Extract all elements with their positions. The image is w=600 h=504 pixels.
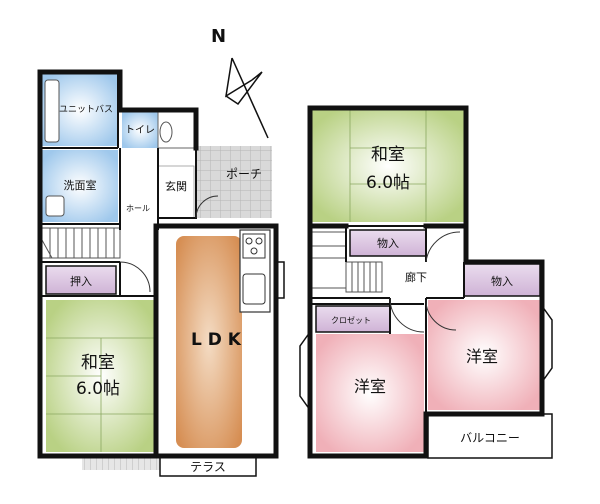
walkin-closet: [315, 305, 391, 333]
partitions-floor-2: [312, 225, 465, 456]
tatami-lines-1f: [46, 337, 156, 452]
tatami-lines-2f: [349, 110, 427, 222]
washitsu-2f-name: 和室: [371, 145, 405, 165]
entrance: [157, 165, 195, 219]
youshitsu-1-label: 洋室: [354, 377, 386, 396]
stairs-floor-2: [311, 231, 383, 293]
porch-label: ポーチ: [226, 167, 262, 181]
youshitsu-2: [428, 300, 540, 410]
washitsu-1f-name: 和室: [81, 353, 115, 373]
floor-1: テラス ポーチ ユニットバス トイレ 洗面室 ホール 玄関 押入: [37, 69, 285, 477]
washitsu-2f: [312, 110, 464, 222]
youshitsu-2-door-swing: [425, 299, 457, 331]
washroom-label: 洗面室: [64, 178, 97, 192]
balcony-label: バルコニー: [460, 431, 520, 445]
toilet: [122, 112, 158, 148]
bathtub-icon: [44, 79, 60, 143]
storage-2f-label: 物入: [491, 274, 513, 288]
closet-2f: [349, 229, 427, 257]
kitchen-counter: [239, 229, 271, 313]
closet-1f: [45, 265, 117, 295]
walkin-closet-label: クロゼット: [331, 315, 371, 325]
north-arrow-icon: [225, 57, 269, 139]
corridor-label: 廊下: [405, 270, 427, 284]
youshitsu-1-door-swing: [389, 297, 425, 333]
youshitsu-2-label: 洋室: [466, 347, 498, 366]
unit-bath-label: ユニットバス: [59, 104, 113, 115]
hall-label: ホール: [126, 204, 150, 213]
floor-2: 和室 6.0帖 物入 廊下 物入 クロゼット 洋室 洋室 バルコニー: [299, 105, 553, 459]
closet-2f-label: 物入: [377, 236, 399, 250]
ldk-floor: [176, 236, 242, 448]
closet-door-swing: [119, 261, 151, 293]
toilet-bowl-icon: [159, 121, 173, 143]
closet-1f-label: 押入: [70, 274, 92, 288]
washer-icon: [45, 195, 65, 217]
walls-floor-1: [37, 69, 279, 459]
washitsu-2f-size: 6.0帖: [366, 173, 410, 193]
terrace-label: テラス: [190, 460, 226, 474]
ldk-label: L D K: [191, 330, 242, 350]
youshitsu-1: [316, 334, 424, 452]
storage-2f: [463, 263, 541, 297]
stairs-floor-1: [41, 227, 121, 259]
sink-icon: [242, 273, 266, 305]
entrance-label: 玄関: [165, 179, 187, 193]
compass-label: N: [211, 26, 226, 47]
balcony: [427, 413, 553, 459]
closet-2f-door-swing: [425, 231, 461, 263]
entrance-door-swing: [195, 195, 219, 219]
porch: [196, 146, 272, 218]
stove-icon: [242, 233, 266, 259]
bay-window-2f-left: [299, 331, 311, 411]
bay-window-1f: [276, 261, 285, 299]
washitsu-1f-size: 6.0帖: [76, 379, 120, 399]
toilet-label: トイレ: [125, 125, 155, 136]
partitions-floor-1: [42, 72, 197, 297]
bay-window-2f-right: [541, 305, 553, 383]
